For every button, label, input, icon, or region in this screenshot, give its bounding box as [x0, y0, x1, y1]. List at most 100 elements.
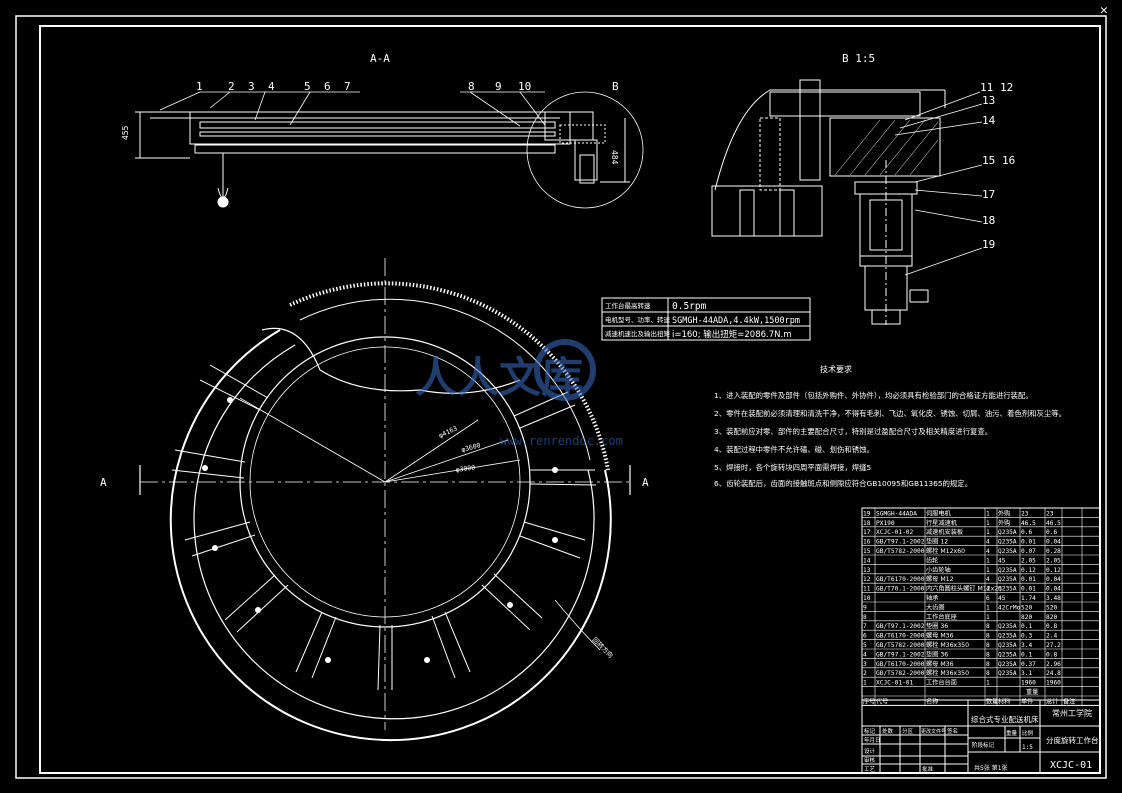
technical-requirements: 技术要求 1、进入装配的零件及部件（包括外购件、外协件），均必须具有检验部门的合… [714, 364, 1066, 488]
bom-header-cell: 材料 [998, 697, 1010, 705]
bom-cell: 16 [863, 539, 871, 546]
bom-cell: GB/T6170-2000 [876, 576, 925, 583]
title-block [861, 699, 1101, 774]
callout-14: 14 [982, 114, 996, 127]
bom-cell: 2 [863, 670, 867, 677]
bom-cell: 垫圈 12 [926, 538, 948, 546]
bom-cell: 10 [863, 595, 871, 602]
bom-cell: SGMGH-44ADA [876, 510, 917, 517]
height-dimension-left: 455 [121, 125, 130, 140]
bom-cell: 螺栓 M12x60 [926, 547, 965, 555]
bom-cell: 外购 [998, 509, 1010, 517]
bom-cell: 螺母 M36 [926, 632, 954, 640]
bom-cell: 小齿轮轴 [926, 566, 951, 574]
school-name: 常州工学院 [1052, 708, 1092, 718]
height-dimension-right: 484 [610, 150, 619, 165]
bom-cell: 1960 [1046, 680, 1061, 687]
callout-19: 19 [982, 238, 995, 251]
bom-cell: Q235A [998, 586, 1017, 593]
bom-cell: GB/T70.1-2000 [876, 586, 925, 593]
spec-value-motor: SGMGH-44ADA,4.4kW,1500rpm [672, 316, 800, 326]
callout-8: 8 [468, 80, 475, 93]
bom-cell: 0.1 [1021, 623, 1032, 630]
bom-frame [861, 507, 1101, 706]
bom-cell: 14 [863, 557, 871, 564]
tb-signature: 签名 [947, 727, 958, 735]
bom-header-cell: 数量 [986, 697, 998, 705]
tb-count: 处数 [882, 727, 894, 735]
bom-cell: 行星减速机 [926, 519, 958, 527]
bom-cell: Q235A [998, 529, 1017, 536]
spec-table [601, 297, 811, 341]
detail-b-view: B 1:5 [711, 52, 946, 325]
bom-cell: 4 [986, 539, 990, 546]
spec-label-motor: 电机型号、功率、转速 [605, 315, 671, 324]
outer-border [15, 15, 1107, 779]
plan-view [139, 258, 631, 742]
bom-cell: Q235A [998, 661, 1017, 668]
bom-cell: 螺母 M36 [926, 660, 954, 668]
bom-cell: 0.01 [1021, 576, 1036, 583]
bom-cell: 4 [986, 586, 990, 593]
bom-cell: GB/T6170-2000 [876, 633, 925, 640]
bom-cell: 3.1 [1021, 670, 1032, 677]
bom-cell: PX190 [876, 520, 895, 527]
tech-req-item-1: 1、进入装配的零件及部件（包括外购件、外协件），均必须具有检验部门的合格证方能进… [714, 391, 1033, 400]
bom-cell: 4 [986, 548, 990, 555]
bom-cell: 5 [863, 642, 867, 649]
bom-cell: 3.48 [1046, 595, 1061, 602]
bom-cell: 4 [986, 576, 990, 583]
bom-cell: 13 [863, 567, 871, 574]
bom-cell: 1 [986, 680, 990, 687]
bom-cell: 8 [986, 670, 990, 677]
bom-cell: 内六角圆柱头螺钉 M12x25 [926, 585, 1002, 593]
bom-cell: 15 [863, 548, 871, 555]
tb-process: 工艺 [864, 766, 876, 773]
title-block-text: 常州工学院 综合式专业配送机床 分度旋转工作台 XCJC-01 1:5 共5张 … [864, 708, 1099, 773]
bom-cell: 8 [863, 614, 867, 621]
tech-req-item-4: 4、装配过程中零件不允许磕、碰、划伤和锈蚀。 [714, 445, 874, 454]
detail-b-marker: B [612, 80, 619, 93]
bom-cell: 23 [1021, 510, 1029, 517]
callout-15: 15 [982, 154, 995, 167]
bom-cell: XCJC-01-02 [876, 529, 914, 536]
bom-cell: 0.8 [1046, 623, 1057, 630]
spec-table-text: 工作台最高转速 0.5rpm 电机型号、功率、转速 SGMGH-44ADA,4.… [605, 301, 800, 340]
tb-check: 审核 [864, 756, 876, 764]
bom-cell: 520 [1021, 604, 1032, 611]
sheet-count: 共5张 第1张 [974, 764, 1008, 772]
bom-cell: 8 [986, 623, 990, 630]
tb-weight: 重量 [1006, 729, 1018, 737]
bom-cell: 19 [863, 510, 871, 517]
bom-header-cell: 序号 [863, 697, 875, 705]
section-letter-right: A [642, 476, 649, 489]
bom-cell: Q235A [998, 548, 1017, 555]
callout-17: 17 [982, 188, 995, 201]
bom-cell: 8 [986, 642, 990, 649]
bom-cell: XCJC-01-01 [876, 680, 914, 687]
tb-date: 年月日 [864, 736, 881, 744]
bom-cell: 4 [863, 651, 867, 658]
drawing-number: XCJC-01 [1050, 760, 1092, 771]
bom-header-cell: 总计 [1046, 697, 1058, 705]
bom-cell: 3 [863, 661, 867, 668]
tb-design: 设计 [864, 747, 876, 755]
bom-cell: 11 [863, 586, 871, 593]
section-letter-left: A [100, 476, 107, 489]
bom-cell: GB/T5782-2000 [876, 670, 925, 677]
close-icon[interactable]: ✕ [1100, 3, 1108, 18]
bom-cell: 0.04 [1046, 586, 1061, 593]
inner-border [39, 25, 1101, 774]
svg-text:✕: ✕ [1100, 3, 1108, 18]
bom-cell: 1960 [1021, 680, 1036, 687]
spec-value-speed: 0.5rpm [672, 301, 707, 312]
bom-cell: 2.96 [1046, 661, 1061, 668]
bom-cell: 螺母 M12 [926, 575, 954, 583]
callout-7: 7 [344, 80, 351, 93]
tb-change-doc: 更改文件号 [921, 728, 946, 735]
bom-cell: 1 [986, 520, 990, 527]
product-name: 综合式专业配送机床 [971, 714, 1039, 724]
bom-weight-label: 重量 [1026, 688, 1038, 696]
callouts-b: 11 12 13 14 15 16 17 18 19 [894, 81, 1015, 276]
